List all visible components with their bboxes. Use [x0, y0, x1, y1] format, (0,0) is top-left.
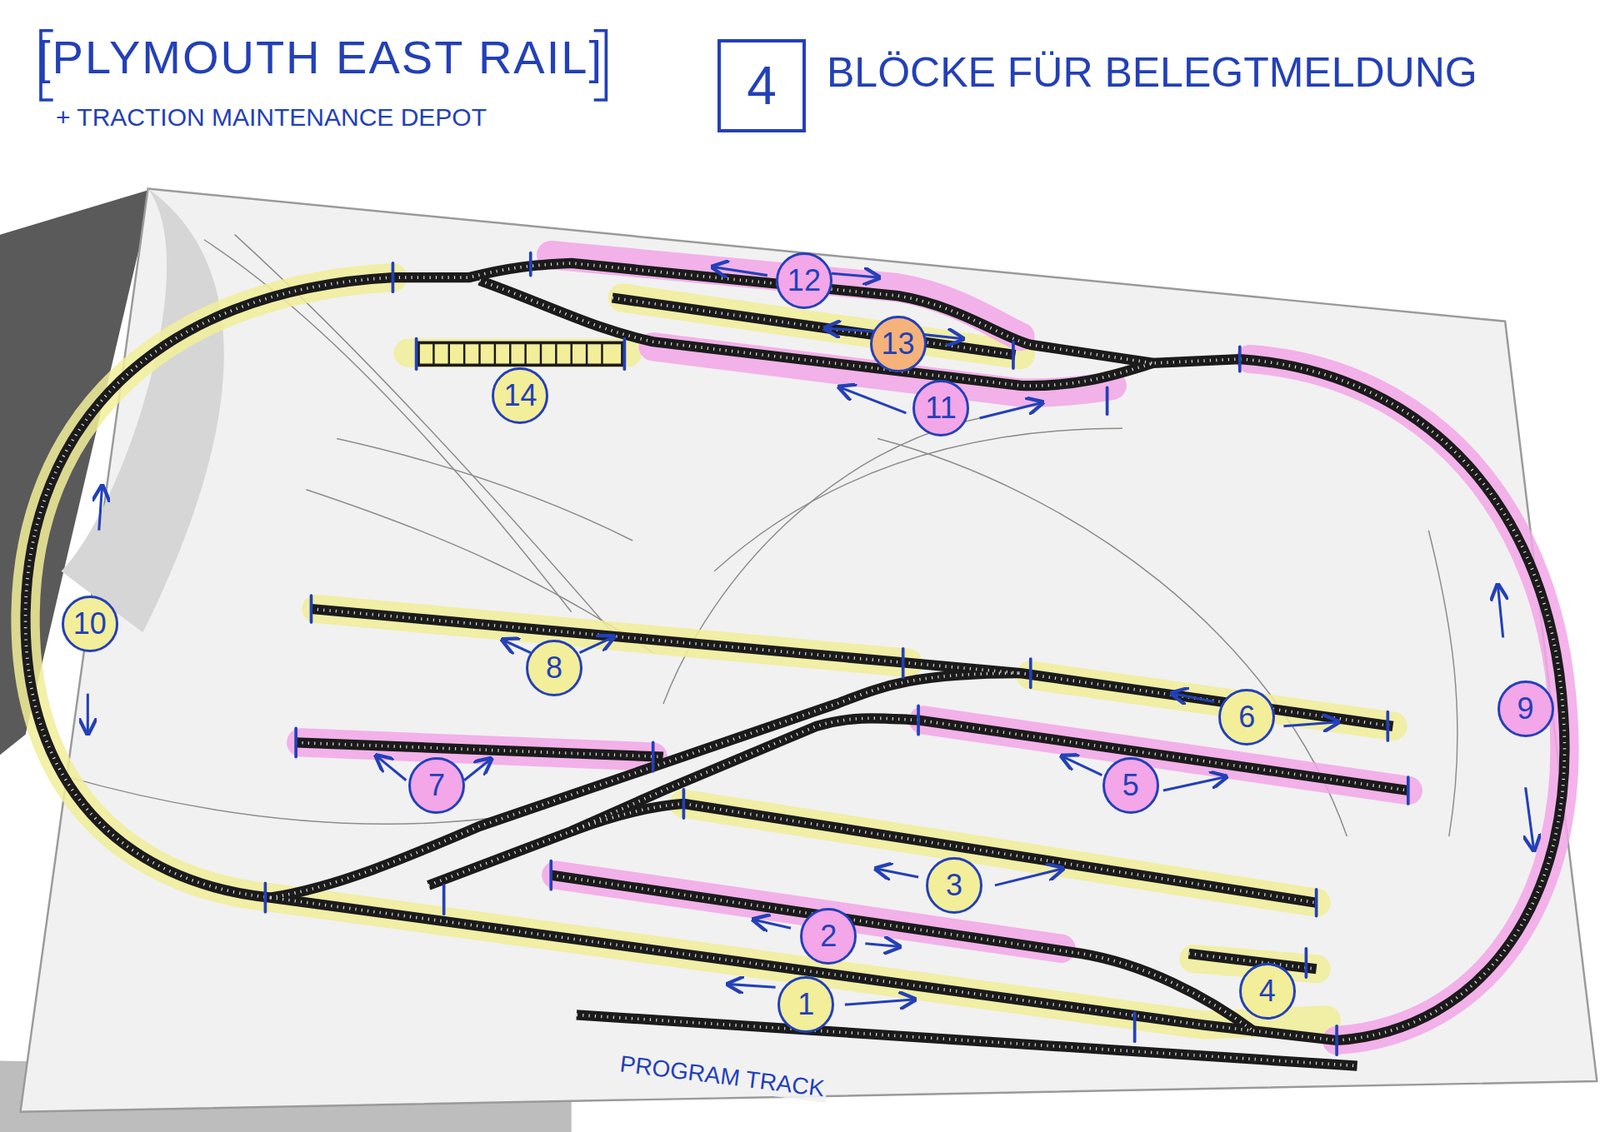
callout-number: 13: [881, 329, 915, 360]
block-boundaries: [265, 253, 1408, 1055]
direction-arrows: [87, 267, 1534, 1005]
callout-number: 5: [1122, 770, 1140, 801]
block-number-circle: 6: [1218, 689, 1275, 746]
block-number-circle: 11: [912, 380, 970, 437]
callout-number: 1: [797, 990, 815, 1020]
block-number-circle: 13: [870, 315, 927, 373]
block-number-circle: 9: [1497, 680, 1555, 738]
block-number-circle: 4: [1239, 963, 1296, 1020]
callout-number: 11: [925, 393, 956, 424]
block-number-circle: 1: [777, 976, 835, 1034]
block-number-circle: 2: [800, 908, 857, 965]
callout-number: 12: [787, 265, 821, 296]
callout-number: 2: [820, 921, 837, 952]
callout-number: 9: [1517, 694, 1535, 725]
block-number-circle: 8: [525, 640, 583, 697]
callout-number: 8: [545, 653, 563, 684]
board-photo: [0, 30, 1597, 1132]
block-number-circle: 7: [408, 757, 465, 815]
block-number-circle: 10: [61, 595, 119, 653]
callout-number: 10: [73, 609, 107, 640]
callout-number: 3: [945, 870, 963, 901]
callout-number: 6: [1238, 702, 1255, 733]
block-number-circle: 12: [775, 252, 833, 310]
block-number-circle: 5: [1102, 757, 1160, 815]
title: [PLYMOUTH EAST RAIL]: [37, 31, 604, 84]
subtitle: + TRACTION MAINTENANCE DEPOT: [55, 103, 487, 131]
block-number-circle: 3: [925, 857, 983, 915]
callout-number: 4: [1259, 976, 1276, 1007]
depot-track: [418, 342, 623, 365]
block-count: 4: [746, 59, 777, 113]
callout-number: 14: [503, 380, 537, 411]
callout-number: 7: [428, 770, 445, 801]
heading-note: BLÖCKE FÜR BELEGTMELDUNG: [826, 50, 1478, 96]
block-count-box: 4: [717, 39, 806, 133]
